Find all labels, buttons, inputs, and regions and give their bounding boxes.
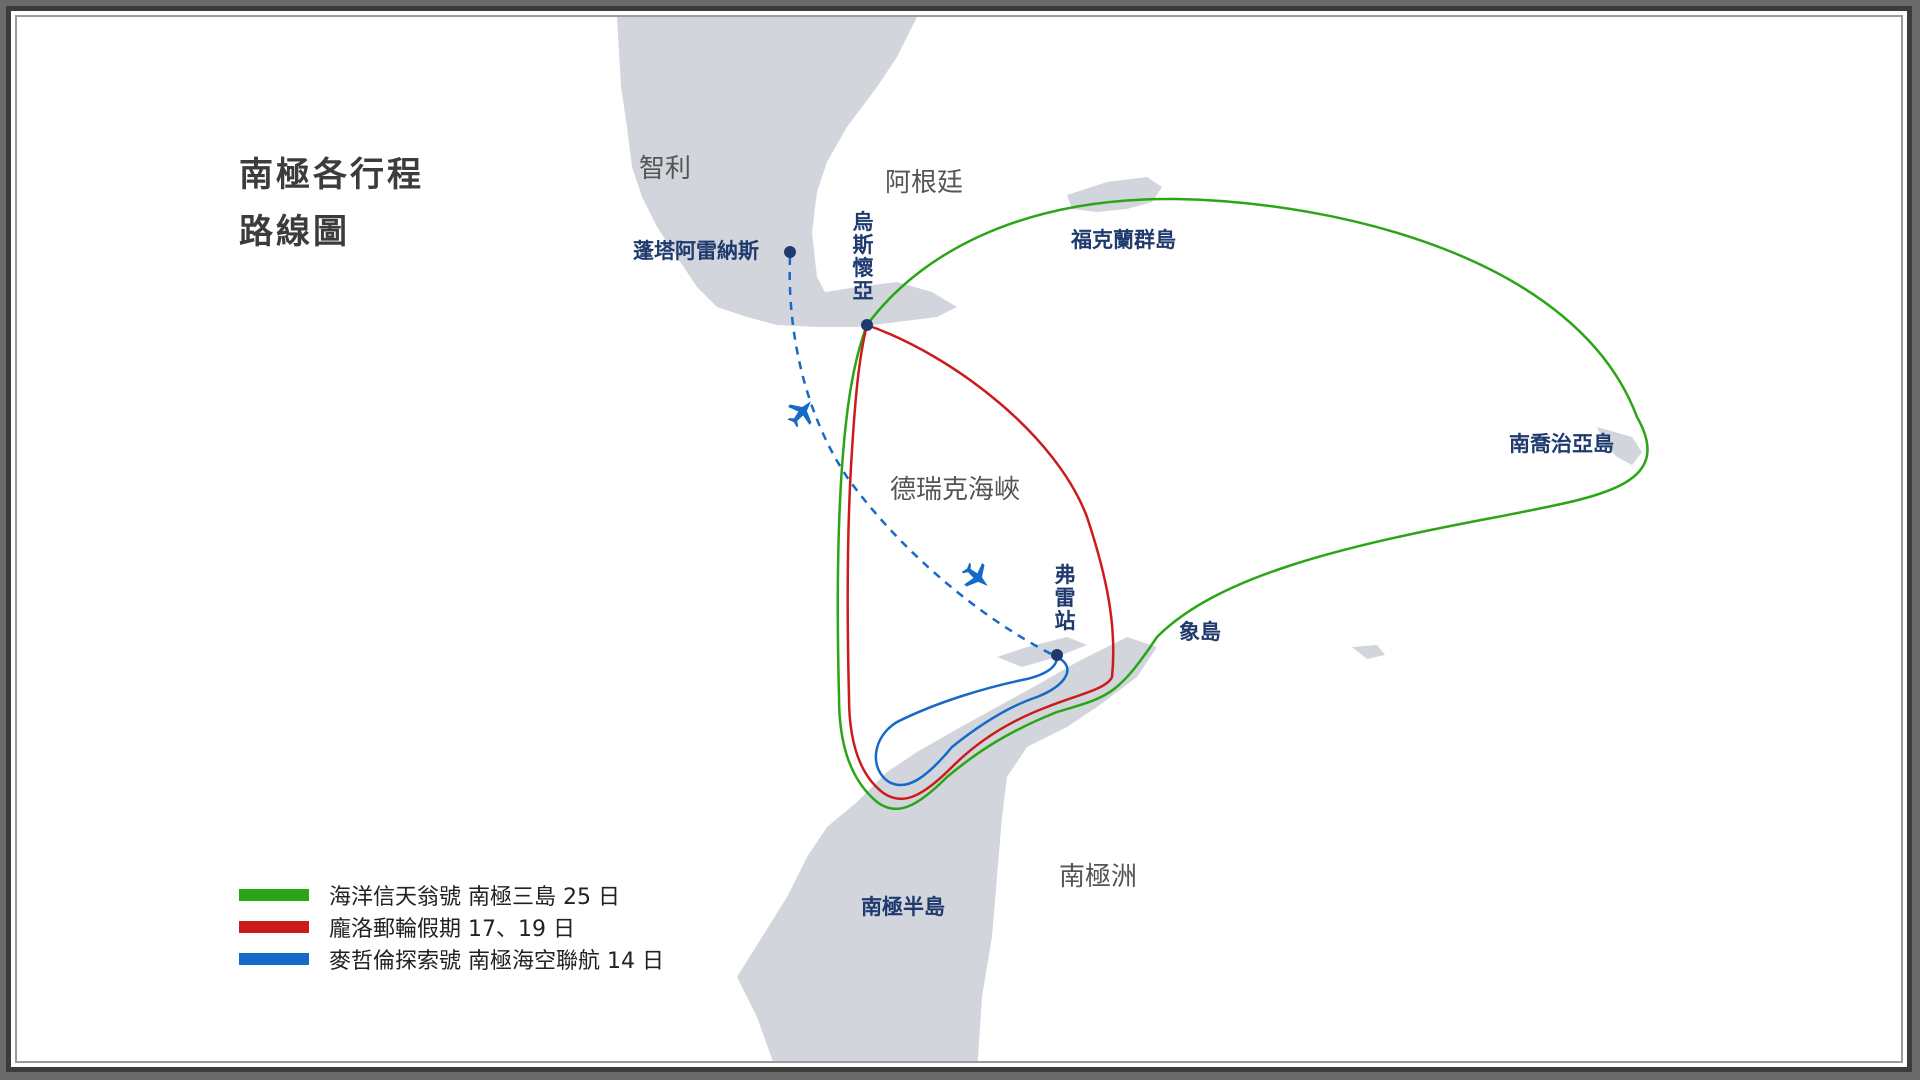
label-antarctic-peninsula: 南極半島 — [861, 895, 945, 919]
vertical-label-char: 站 — [1055, 609, 1076, 633]
airplane-icon — [961, 562, 988, 587]
vertical-label-char: 懷 — [853, 256, 874, 280]
label-elephant-island: 象島 — [1179, 620, 1221, 644]
label-antarctica: 南極洲 — [1059, 862, 1137, 892]
route-green — [836, 197, 1649, 811]
airplane-icon — [787, 401, 812, 428]
antarctica-land — [737, 637, 1157, 1061]
vertical-label-char: 斯 — [853, 233, 874, 257]
map-canvas: 智利 阿根廷 德瑞克海峽 南極洲 蓬塔阿雷納斯 福克蘭群島 南喬治亞島 象島 南… — [15, 15, 1903, 1063]
map-frame: 智利 阿根廷 德瑞克海峽 南極洲 蓬塔阿雷納斯 福克蘭群島 南喬治亞島 象島 南… — [6, 6, 1912, 1072]
legend-swatch-green — [239, 889, 309, 901]
south-shetland-land — [997, 637, 1087, 667]
south-orkney-land — [1352, 645, 1385, 659]
legend-item: 海洋信天翁號 南極三島 25 日 — [239, 879, 664, 911]
title-line-1: 南極各行程 — [239, 155, 424, 195]
label-south-georgia: 南喬治亞島 — [1509, 432, 1614, 456]
vertical-label-char: 烏 — [853, 210, 874, 234]
legend-item: 麥哲倫探索號 南極海空聯航 14 日 — [239, 943, 664, 975]
title-line-2: 路線圖 — [239, 212, 350, 252]
route-red — [846, 323, 1115, 801]
route-blue — [874, 654, 1069, 787]
legend-swatch-blue — [239, 953, 309, 965]
south-georgia-land — [1597, 427, 1642, 465]
label-argentina: 阿根廷 — [885, 168, 963, 198]
legend-item: 龐洛郵輪假期 17、19 日 — [239, 911, 664, 943]
label-chile: 智利 — [639, 154, 691, 184]
legend-swatch-red — [239, 921, 309, 933]
legend-label: 龐洛郵輪假期 17、19 日 — [329, 917, 575, 942]
legend-label: 麥哲倫探索號 南極海空聯航 14 日 — [329, 949, 664, 974]
south-america-land — [617, 17, 957, 327]
frei-station-point — [1051, 649, 1063, 661]
punta-arenas-point — [784, 246, 796, 258]
legend-label: 海洋信天翁號 南極三島 25 日 — [329, 885, 620, 910]
ushuaia-point — [861, 319, 873, 331]
label-drake-passage: 德瑞克海峽 — [890, 475, 1020, 505]
label-ushuaia: 烏斯懷亞 — [853, 210, 874, 303]
label-frei-station: 弗雷站 — [1055, 563, 1076, 633]
vertical-label-char: 亞 — [853, 279, 874, 303]
flight-path — [788, 256, 1058, 659]
label-falklands: 福克蘭群島 — [1070, 228, 1176, 252]
legend: 海洋信天翁號 南極三島 25 日 龐洛郵輪假期 17、19 日 麥哲倫探索號 南… — [239, 879, 664, 975]
map-title: 南極各行程 路線圖 — [239, 147, 424, 253]
vertical-label-char: 雷 — [1055, 586, 1076, 610]
vertical-label-char: 弗 — [1055, 563, 1076, 587]
label-punta-arenas: 蓬塔阿雷納斯 — [633, 239, 759, 263]
route-map: 智利 阿根廷 德瑞克海峽 南極洲 蓬塔阿雷納斯 福克蘭群島 南喬治亞島 象島 南… — [617, 17, 1649, 1061]
